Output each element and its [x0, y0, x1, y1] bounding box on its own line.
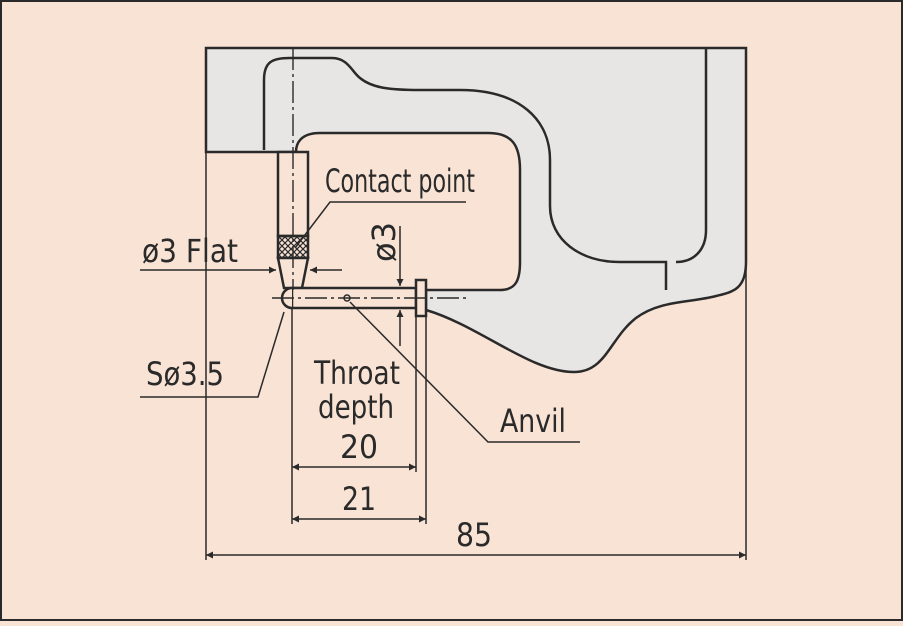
flat-label: ø3 Flat	[142, 232, 238, 270]
sphere-leader	[140, 311, 285, 398]
gauge-body	[204, 46, 748, 374]
anvil-dia-label: ø3	[365, 222, 403, 262]
anvil-label: Anvil	[500, 402, 566, 440]
overall-width-value: 85	[456, 516, 492, 554]
frame-groove	[262, 56, 668, 290]
contact-point-leader	[294, 201, 466, 249]
throat-depth-value: 20	[340, 428, 378, 466]
sphere-label: Sø3.5	[146, 355, 224, 393]
frame-right-line	[675, 48, 708, 264]
throat-label-line1: Throat	[313, 354, 400, 392]
throat-label-line2: depth	[318, 388, 394, 426]
inner-width-value: 21	[342, 480, 376, 518]
contact-point-label: Contact point	[325, 162, 475, 200]
anvil-leader	[349, 301, 580, 443]
